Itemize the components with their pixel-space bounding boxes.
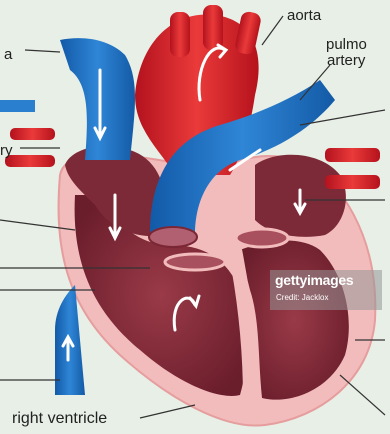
aorta-branch-1 xyxy=(170,12,190,57)
pulmonary-valve-opening xyxy=(149,227,197,247)
pulmonary-vein-2 xyxy=(325,175,380,189)
aorta-branch-3 xyxy=(234,10,262,55)
label-aorta: aorta xyxy=(287,8,321,23)
aortic-valve xyxy=(236,229,288,247)
label-pulmonary-line2: artery xyxy=(327,53,365,68)
left-vein-1 xyxy=(10,128,55,140)
watermark: gettyimages Credit: Jacklox xyxy=(270,270,382,310)
tricuspid-valve xyxy=(165,254,225,270)
label-fragment-a: a xyxy=(4,47,12,62)
pulmonary-vein-1 xyxy=(325,148,380,162)
label-pulmonary-line1: pulmo xyxy=(326,37,367,52)
watermark-credit: Credit: Jacklox xyxy=(276,293,328,302)
label-fragment-ry: ry xyxy=(0,143,13,158)
label-right-ventricle: right ventricle xyxy=(12,411,107,427)
superior-vena-cava xyxy=(60,38,135,160)
left-blue-vessel xyxy=(0,100,35,112)
watermark-logo: gettyimages xyxy=(275,272,353,288)
aorta-branch-2 xyxy=(203,5,223,50)
